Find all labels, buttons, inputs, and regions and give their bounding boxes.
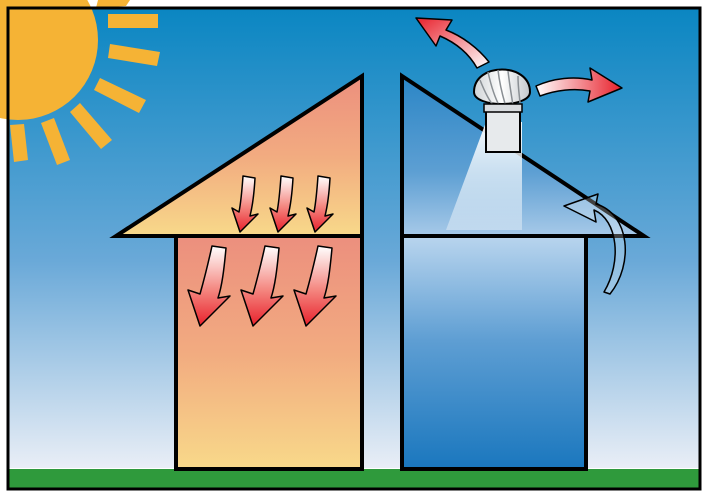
image-frame: [6, 6, 702, 491]
heat-arrow-icon: [306, 175, 334, 233]
ground: [8, 469, 700, 489]
living-heat-arrows: [187, 245, 337, 327]
heat-arrow-icon: [231, 175, 259, 233]
intake-arrow-icon: [563, 193, 627, 295]
cool-living-space: [400, 234, 588, 471]
heat-arrow-icon: [293, 245, 337, 327]
heat-arrow-icon: [269, 175, 297, 233]
heat-arrow-icon: [240, 245, 284, 327]
attic-heat-arrows: [231, 175, 334, 233]
exhaust-arrow-up-left-icon: [415, 17, 490, 69]
heat-arrow-icon: [187, 245, 231, 327]
sun-icon: [0, 0, 160, 165]
turbine-vent-icon: [472, 68, 532, 153]
exhaust-arrow-right-icon: [535, 67, 623, 103]
